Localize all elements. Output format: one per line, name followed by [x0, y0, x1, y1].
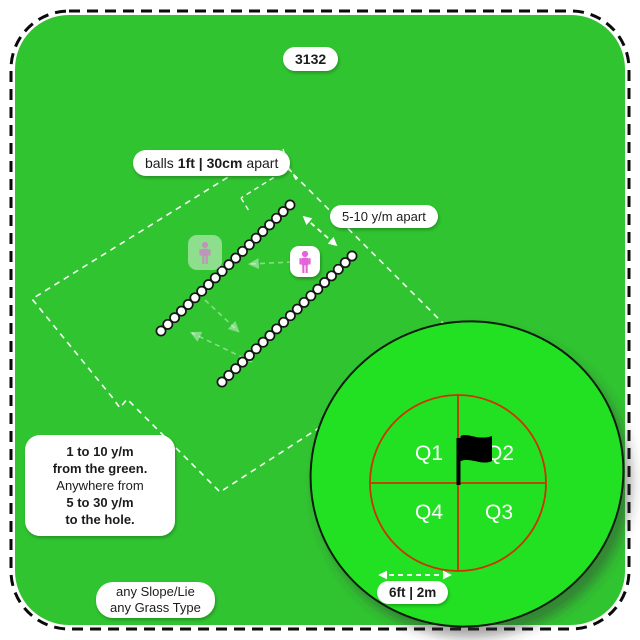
- golf-ball: [277, 206, 289, 218]
- golf-ball: [305, 290, 317, 302]
- golf-ball: [264, 219, 276, 231]
- golf-ball: [257, 226, 269, 237]
- golf-ball: [278, 316, 290, 328]
- golf-ball: [319, 277, 331, 288]
- golf-ball: [264, 330, 276, 342]
- quadrant-q4-label: Q4: [415, 501, 443, 524]
- golf-ball: [169, 312, 181, 324]
- golf-ball: [250, 232, 262, 244]
- putting-green: [309, 320, 625, 628]
- golf-ball: [162, 318, 174, 330]
- flag-icon: [456, 434, 492, 485]
- golf-ball: [284, 310, 296, 322]
- golf-ball: [237, 245, 248, 257]
- ball-line-lower: [216, 250, 358, 388]
- golf-ball: [243, 239, 255, 251]
- golf-ball: [189, 292, 201, 304]
- quadrant-q2-label: Q2: [486, 442, 514, 465]
- golf-ball: [223, 259, 235, 271]
- golf-ball: [346, 250, 358, 262]
- golf-ball: [230, 363, 242, 375]
- golf-ball: [243, 350, 255, 361]
- golf-ball: [339, 257, 351, 269]
- line-gap-arrow: [302, 215, 338, 247]
- golf-ball: [230, 252, 242, 264]
- golf-ball: [291, 303, 303, 315]
- golf-ball: [209, 272, 221, 284]
- golf-ball: [271, 323, 283, 335]
- golf-ball: [216, 265, 228, 277]
- golf-ball: [175, 305, 187, 317]
- golf-ball: [270, 212, 282, 224]
- golf-ball: [216, 376, 228, 388]
- golf-ball: [284, 199, 296, 211]
- golf-ball: [223, 369, 235, 381]
- golf-ball: [196, 285, 208, 297]
- golf-ball: [298, 296, 310, 308]
- golf-ball: [250, 343, 262, 355]
- golf-ball: [332, 263, 344, 275]
- golf-ball: [237, 356, 248, 368]
- golf-ball: [182, 299, 194, 310]
- golf-ball: [155, 325, 167, 337]
- golf-ball: [203, 279, 214, 291]
- quadrant-q1-label: Q1: [415, 442, 443, 465]
- golf-ball: [257, 336, 269, 348]
- quadrant-q3-label: Q3: [485, 501, 513, 524]
- ball-line-upper: [155, 199, 296, 337]
- golf-ball: [312, 283, 324, 295]
- golf-ball: [326, 270, 337, 282]
